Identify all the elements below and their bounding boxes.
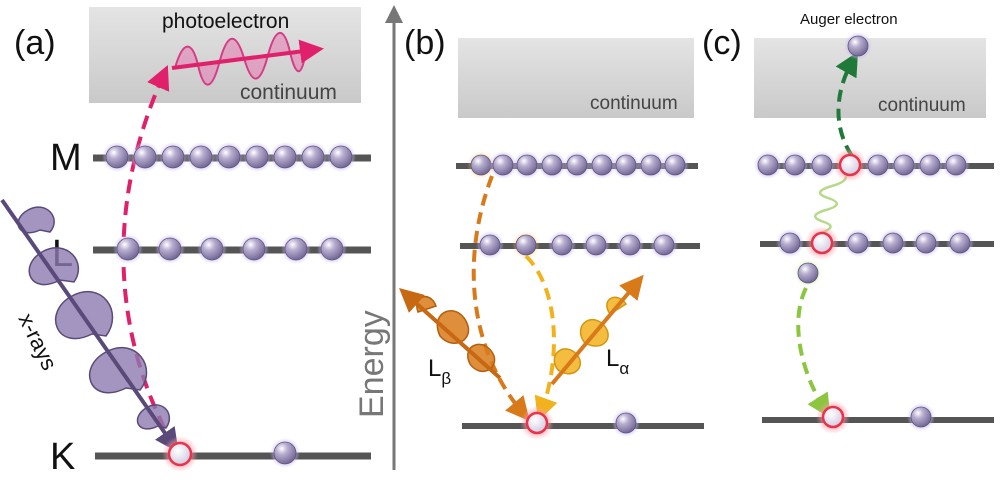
electron-sphere-icon	[754, 151, 782, 179]
electron-sphere-icon	[563, 151, 591, 179]
l-beta-label: Lβ	[428, 355, 451, 388]
electron-sphere-icon	[489, 151, 517, 179]
photoelectron-wave	[171, 32, 324, 86]
electron-sphere-icon	[661, 151, 689, 179]
auger-electron-label: Auger electron	[800, 11, 898, 28]
core-hole-ring-icon	[805, 226, 839, 260]
electron-sphere-icon	[650, 231, 678, 259]
continuum-label-b: continuum	[590, 93, 678, 114]
electron-sphere-icon	[317, 234, 347, 264]
electrons-m-b	[467, 151, 689, 179]
electron-sphere-icon	[513, 151, 541, 179]
electron-sphere-icon	[942, 151, 970, 179]
electrons-k-c	[816, 400, 935, 434]
l-alpha-label: Lα	[606, 345, 629, 378]
electron-sphere-icon	[637, 151, 665, 179]
electron-sphere-icon	[155, 234, 185, 264]
electron-sphere-icon	[844, 32, 872, 60]
l-alpha-photon	[550, 274, 644, 386]
electron-sphere-icon	[214, 142, 244, 172]
photoelectron-arrow	[171, 39, 324, 70]
electron-sphere-icon	[102, 142, 132, 172]
energy-axis-label: Energy	[353, 310, 391, 418]
electrons-k-a	[162, 436, 300, 472]
electron-sphere-icon	[582, 231, 610, 259]
l-beta-photon	[399, 288, 502, 380]
photoelectron-path	[121, 65, 177, 449]
continuum-label-c: continuum	[878, 95, 966, 116]
l-alpha-arrow	[550, 274, 644, 386]
panel-c: (c) Auger electron continuum	[702, 11, 994, 434]
electron-sphere-icon	[548, 231, 576, 259]
electron-sphere-icon	[326, 142, 356, 172]
electron-sphere-icon	[270, 438, 300, 468]
xray-arrow	[0, 198, 179, 453]
electron-sphere-icon	[916, 151, 944, 179]
electron-sphere-icon	[242, 142, 272, 172]
electron-sphere-icon	[864, 151, 892, 179]
core-hole-ring-icon	[162, 436, 198, 472]
panel-a-label: (a)	[14, 24, 56, 62]
electron-sphere-icon	[612, 151, 640, 179]
electron-sphere-icon	[879, 229, 907, 257]
electron-sphere-icon	[907, 403, 935, 431]
electron-sphere-icon	[808, 151, 836, 179]
electrons-l-c	[776, 226, 974, 260]
electrons-m-c	[754, 148, 970, 182]
core-hole-ring-icon	[816, 400, 850, 434]
panel-c-label: (c)	[702, 24, 742, 62]
electron-sphere-icon	[612, 409, 640, 437]
panel-a: (a) continuum M L K photoelectron x-rays	[0, 7, 371, 478]
electron-sphere-icon	[844, 229, 872, 257]
l-beta-arrow	[399, 288, 502, 380]
electron-sphere-icon	[467, 151, 495, 179]
xray-wave	[0, 198, 179, 453]
auger-ejection-path	[835, 51, 858, 158]
photoelectron-label: photoelectron	[162, 10, 289, 33]
electron-sphere-icon	[946, 229, 974, 257]
electron-sphere-icon	[538, 151, 566, 179]
electron-sphere-icon	[281, 234, 311, 264]
electron-sphere-icon	[158, 142, 188, 172]
electron-sphere-icon	[512, 231, 540, 259]
electron-sphere-icon	[186, 142, 216, 172]
l-alpha-transition	[524, 254, 558, 422]
electron-sphere-icon	[616, 231, 644, 259]
electron-sphere-icon	[239, 234, 269, 264]
continuum-box-b	[458, 38, 694, 118]
core-hole-ring-icon	[520, 406, 554, 440]
core-hole-ring-icon	[833, 148, 867, 182]
electrons-m-a	[102, 142, 356, 172]
electron-sphere-icon	[588, 151, 616, 179]
panel-b: (b) continuum Lβ Lα	[399, 24, 704, 440]
energy-axis: Energy	[353, 5, 403, 470]
electron-sphere-icon	[776, 229, 804, 257]
electrons-k-b	[520, 406, 640, 440]
electrons-l-a	[113, 234, 347, 264]
virtual-photon-wiggle	[814, 175, 848, 236]
electron-sphere-icon	[113, 234, 143, 264]
shell-m-label: M	[50, 137, 82, 179]
shell-k-label: K	[50, 436, 75, 478]
electron-sphere-icon	[476, 231, 504, 259]
continuum-label-a: continuum	[240, 81, 337, 104]
electron-sphere-icon	[270, 142, 300, 172]
electrons-free-c	[794, 32, 872, 287]
electron-sphere-icon	[298, 142, 328, 172]
electron-sphere-icon	[794, 259, 822, 287]
electron-sphere-icon	[890, 151, 918, 179]
l-beta-transition	[471, 175, 530, 422]
electron-sphere-icon	[197, 234, 227, 264]
electron-sphere-icon	[912, 229, 940, 257]
electron-sphere-icon	[781, 151, 809, 179]
electrons-l-b	[476, 231, 678, 259]
auger-relaxation-path	[796, 287, 831, 419]
panel-b-label: (b)	[404, 24, 446, 62]
electron-sphere-icon	[130, 142, 160, 172]
